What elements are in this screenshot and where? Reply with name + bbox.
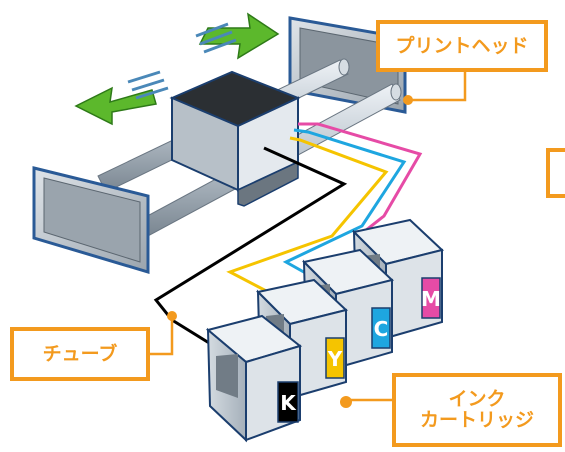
tube-label: チューブ <box>10 327 150 381</box>
cartridge-letter-k: K <box>280 391 297 415</box>
cartridge-letter-y: Y <box>327 347 343 371</box>
leader-lines <box>150 72 467 402</box>
partial-callout-box <box>546 148 565 198</box>
arrow-left-icon <box>74 70 169 126</box>
print-head-label: プリントヘッド <box>376 20 548 72</box>
ink-cartridge-label: インク カートリッジ <box>392 373 562 447</box>
cartridge-letter-m: M <box>421 287 441 311</box>
ink-cartridge-label-line1: インク <box>448 388 506 411</box>
leader-dots <box>167 95 413 408</box>
print-head-carriage <box>169 70 301 207</box>
ink-tubes <box>153 122 423 348</box>
arrow-right-icon <box>195 12 280 60</box>
ink-cartridge-label-line2: カートリッジ <box>419 409 534 431</box>
cartridge-letter-c: C <box>374 317 389 341</box>
left-frame-plate <box>32 166 150 275</box>
cartridge-y: Y <box>255 278 349 401</box>
cartridge-k: K <box>205 314 303 443</box>
